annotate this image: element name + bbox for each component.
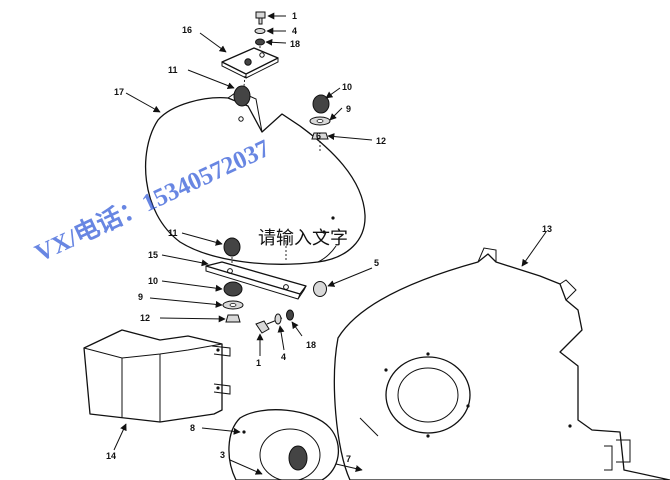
callout-14: 14 — [106, 451, 116, 461]
callout-9-lower: 9 — [138, 292, 143, 302]
callout-18-lower: 18 — [306, 340, 316, 350]
callout-4: 4 — [292, 26, 297, 36]
callout-18: 18 — [290, 39, 300, 49]
right-hardware-stack — [309, 94, 331, 152]
callout-10-lower: 10 — [148, 276, 158, 286]
callout-5: 5 — [374, 258, 379, 268]
overlay-placeholder-text: 请输入文字 — [258, 228, 348, 249]
callout-numbers: 1 4 18 16 11 17 10 9 6 12 13 11 15 5 10 … — [106, 11, 552, 464]
top-bolt-stack — [254, 11, 266, 55]
callout-16: 16 — [182, 25, 192, 35]
callout-7: 7 — [346, 454, 351, 464]
callout-10: 10 — [342, 82, 352, 92]
callout-11: 11 — [168, 65, 178, 75]
main-housing — [333, 247, 670, 480]
callout-leaders — [113, 12, 547, 475]
callout-13: 13 — [542, 224, 552, 234]
callout-8: 8 — [190, 423, 195, 433]
callout-12: 12 — [376, 136, 386, 146]
callout-15: 15 — [148, 250, 158, 260]
callout-4-lower: 4 — [281, 352, 286, 362]
pulley-plate — [228, 409, 340, 480]
callout-9: 9 — [346, 104, 351, 114]
callout-1-lower: 1 — [256, 358, 261, 368]
lower-guard — [83, 329, 231, 423]
callout-17: 17 — [114, 87, 124, 97]
middle-linkage — [205, 237, 327, 334]
callout-6: 6 — [316, 131, 321, 141]
callout-11-lower: 11 — [168, 228, 178, 238]
callout-1: 1 — [292, 11, 297, 21]
sprocket-upper — [233, 75, 251, 107]
callout-12-lower: 12 — [140, 313, 150, 323]
callout-3: 3 — [220, 450, 225, 460]
mounting-bracket-16 — [221, 47, 279, 79]
